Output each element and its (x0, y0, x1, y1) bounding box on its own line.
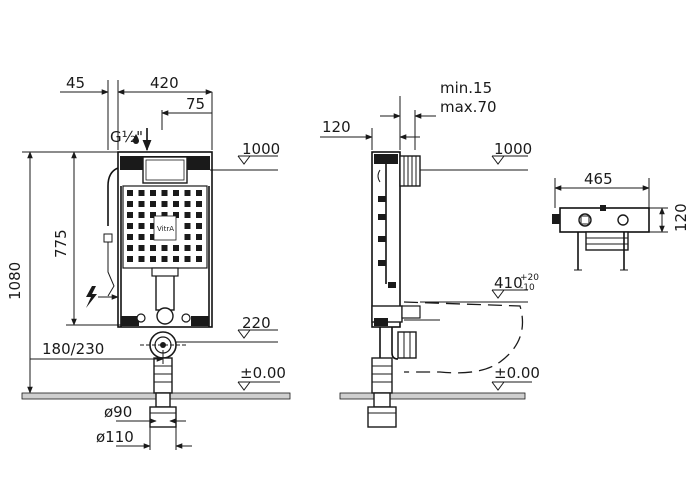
top-view: 465 120 (552, 170, 690, 271)
dim-pipe-offset-front: 180/230 (30, 340, 164, 364)
dim-775-label: 775 (52, 229, 70, 258)
level-1000-label: 1000 (242, 140, 280, 158)
depth-120-label: 120 (322, 118, 351, 136)
pattern-square (196, 190, 202, 196)
dim-min-label: min.15 (440, 79, 492, 97)
pattern-square (127, 212, 133, 218)
pattern-square (184, 223, 191, 229)
pattern-square (150, 201, 156, 207)
level-1000-side: 1000 (420, 140, 532, 171)
pattern-square (127, 223, 133, 229)
pattern-square (196, 234, 202, 240)
connection-label: G½" (110, 128, 143, 146)
pattern-square (184, 190, 191, 196)
pattern-square (150, 234, 156, 240)
dim-420-label: 420 (150, 74, 179, 92)
pattern-square (173, 201, 179, 207)
level-220-front: 220 (175, 314, 278, 343)
pattern-square (138, 201, 145, 207)
dim-top-front: 45 420 75 (60, 74, 213, 150)
side-drain (367, 327, 417, 428)
pan-tol-minus-label: -10 (520, 283, 535, 293)
pattern-square (196, 201, 202, 207)
pattern-square (184, 212, 191, 218)
pattern-square (196, 223, 202, 229)
level-220-label: 220 (242, 314, 271, 332)
pattern-square (150, 190, 156, 196)
pattern-square (138, 212, 145, 218)
pattern-square (127, 190, 133, 196)
dim-min-max: min.15 max.70 (380, 79, 497, 150)
top-width-label: 465 (584, 170, 613, 188)
pattern-square (173, 190, 179, 196)
dim-1080-label: 1080 (6, 262, 24, 300)
side-level-1000-label: 1000 (494, 140, 532, 158)
pipe-offset-label: 180/230 (42, 340, 104, 358)
pattern-square (138, 256, 145, 262)
dim-vertical-front: 1080 775 (6, 151, 125, 394)
pattern-square (138, 245, 145, 251)
top-frame (559, 207, 650, 233)
pattern-square (127, 256, 133, 262)
toilet-pan-outline (403, 301, 524, 374)
side-level-zero-label: ±0.00 (494, 364, 540, 382)
dim-depth-side: 120 (320, 118, 420, 150)
installation-frame: VitrA (103, 151, 213, 328)
pan-height-label: 410 (494, 274, 523, 292)
diameter-90-label: ø90 (104, 403, 132, 421)
electric-icon (86, 286, 119, 308)
pattern-square (184, 256, 191, 262)
pattern-square (150, 245, 156, 251)
pattern-square (173, 245, 179, 251)
pattern-square (196, 245, 202, 251)
level-1000-front: 1000 (210, 140, 280, 171)
dim-max-label: max.70 (440, 98, 497, 116)
dim-75-label: 75 (186, 95, 205, 113)
pattern-square (138, 234, 145, 240)
level-zero-label: ±0.00 (240, 364, 286, 382)
side-frame (371, 151, 421, 328)
dim-45-label: 45 (66, 74, 85, 92)
level-zero-front: ±0.00 (237, 364, 286, 391)
drain-bend (140, 331, 188, 428)
pattern-square (196, 212, 202, 218)
pattern-square (184, 234, 191, 240)
pattern-square (150, 256, 156, 262)
pattern-square (138, 190, 145, 196)
front-view: 45 420 75 G½" 1000 1080 775 (6, 74, 291, 450)
pattern-square (127, 201, 133, 207)
pattern-square (150, 212, 156, 218)
pattern-square (127, 245, 133, 251)
pan-tol-plus-label: +20 (520, 273, 539, 283)
floor-hatch-side (339, 392, 526, 400)
diameter-110-label: ø110 (96, 428, 134, 446)
pattern-square (196, 256, 202, 262)
side-view: min.15 max.70 120 1000 (320, 79, 540, 428)
pan-height-dim: 410 +20 -10 (420, 273, 539, 303)
pattern-square (173, 212, 179, 218)
pattern-square (161, 256, 168, 262)
pattern-square (138, 223, 145, 229)
brand-logo: VitrA (157, 225, 174, 233)
pattern-square (184, 245, 191, 251)
water-drop-icon (133, 134, 139, 144)
top-depth-label: 120 (672, 203, 690, 232)
pattern-square (173, 256, 179, 262)
pattern-square (161, 190, 168, 196)
water-connection: G½" (110, 128, 152, 152)
pattern-square (161, 245, 168, 251)
pattern-square (161, 201, 168, 207)
level-zero-side: ±0.00 (491, 364, 540, 391)
pattern-square (150, 223, 156, 229)
pattern-square (184, 201, 191, 207)
frame-pattern (127, 190, 202, 262)
dim-diameters: ø90 ø110 (96, 403, 192, 450)
pattern-square (127, 234, 133, 240)
pattern-square (161, 212, 168, 218)
